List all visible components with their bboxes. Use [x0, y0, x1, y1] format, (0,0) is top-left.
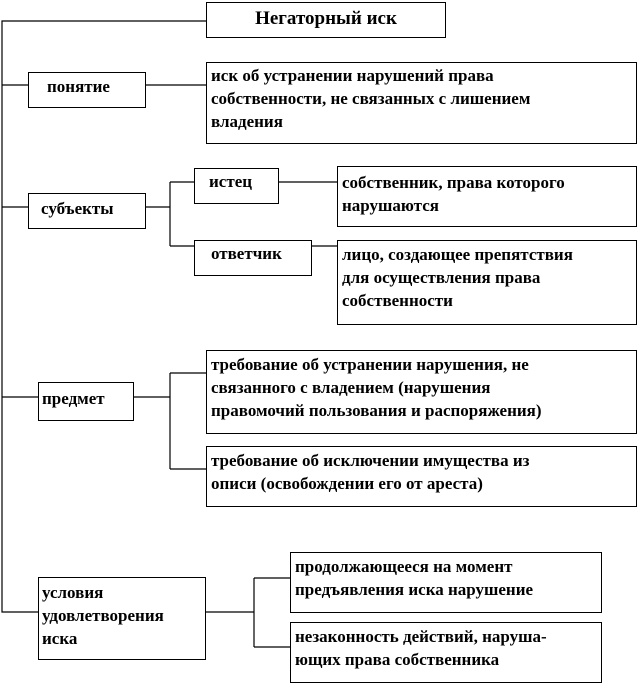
section-concept-box: понятие [28, 72, 146, 108]
defendant-detail-box: лицо, создающее препятствия для осуществ… [337, 240, 637, 325]
plaintiff-detail-box: собственник, права которого нарушаются [337, 166, 637, 227]
text-line: нарушаются [342, 196, 439, 215]
text-line: правомочий пользования и распоряжения) [211, 401, 542, 420]
text-line: для осуществления права [342, 268, 541, 287]
text-line: ющих права собственника [295, 650, 500, 669]
text-line: требование об исключении имущества из [211, 451, 530, 470]
section-subject-matter-label: предмет [42, 389, 105, 408]
defendant-label: ответчик [211, 244, 282, 263]
text-line: собственности [342, 291, 453, 310]
defendant-box: ответчик [194, 240, 312, 276]
concept-definition-box: иск об устранении нарушений права собств… [206, 62, 637, 144]
text-line: требование об устранении нарушения, не [211, 355, 529, 374]
subject-matter-requirement-2-box: требование об исключении имущества из оп… [206, 446, 637, 507]
section-subjects-label: субъекты [41, 199, 114, 218]
text-line: собственник, права которого [342, 173, 565, 192]
plaintiff-box: истец [194, 168, 279, 204]
text-line: собственности, не связанных с лишением [211, 89, 531, 108]
condition-2-box: незаконность действий, наруша- ющих прав… [290, 622, 602, 683]
text-line: описи (освобождении его от ареста) [211, 474, 483, 493]
text-line: продолжающееся на момент [295, 557, 513, 576]
text-line: иска [42, 629, 78, 648]
text-line: удовлетворения [42, 606, 164, 625]
text-line: предъявления иска нарушение [295, 580, 534, 599]
section-concept-label: понятие [47, 77, 110, 96]
condition-1-box: продолжающееся на момент предъявления ис… [290, 552, 602, 613]
plaintiff-label: истец [209, 172, 253, 191]
text-line: условия [42, 583, 104, 602]
text-line: лицо, создающее препятствия [342, 245, 573, 264]
section-subject-matter-box: предмет [38, 382, 134, 421]
section-subjects-box: субъекты [28, 193, 146, 229]
text-line: иск об устранении нарушений права [211, 66, 494, 85]
section-conditions-box: условия удовлетворения иска [38, 577, 206, 660]
diagram-title-text: Негаторный иск [255, 8, 397, 29]
diagram-title: Негаторный иск [206, 2, 446, 38]
text-line: владения [211, 112, 283, 131]
text-line: связанного с владением (нарушения [211, 378, 491, 397]
subject-matter-requirement-1-box: требование об устранении нарушения, не с… [206, 350, 637, 434]
text-line: незаконность действий, наруша- [295, 627, 547, 646]
